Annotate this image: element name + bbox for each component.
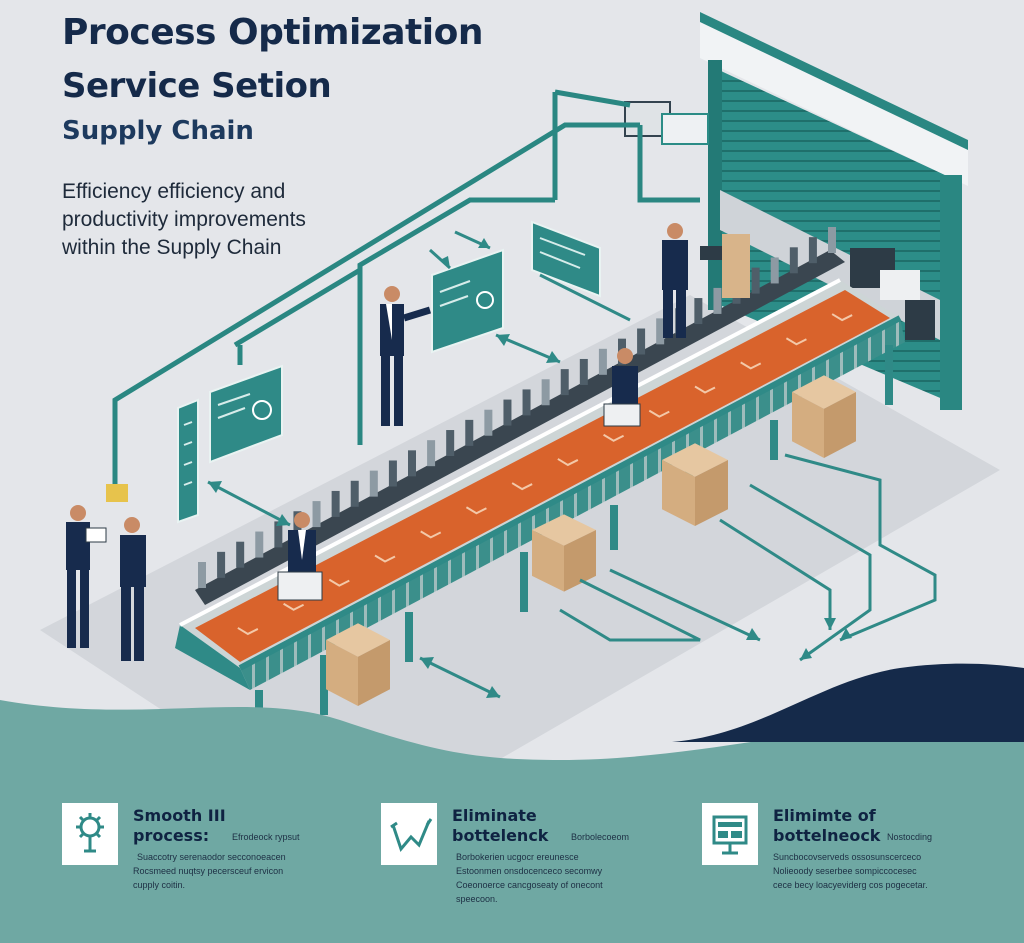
rack-component: [789, 247, 798, 274]
dashboard-icon: [702, 803, 758, 865]
page-subtitle: Supply Chain: [62, 116, 254, 146]
rack-component: [598, 348, 607, 375]
rack-component: [751, 267, 760, 294]
belt-marker: [694, 385, 716, 394]
conveyor-leg: [320, 655, 328, 715]
feature-text-line: cece becy loacyeviderg cos pogecetar.: [773, 880, 928, 890]
conveyor-leg: [520, 552, 528, 612]
conveyor-leg: [770, 420, 778, 460]
arrow-heads: [208, 238, 852, 698]
workers: [66, 223, 750, 661]
rack-component: [808, 237, 817, 264]
worker-belt-front: [277, 512, 323, 601]
belt-marker: [374, 554, 396, 563]
rack-component: [656, 318, 665, 345]
cardboard-box: [532, 514, 596, 592]
rack-component: [312, 501, 321, 528]
sensor-canister: [106, 484, 128, 502]
rack-component: [427, 440, 436, 467]
feature-text-line: Nolieoody seserbee sompiccocesec: [773, 866, 917, 876]
rack-component: [541, 379, 550, 406]
feature-card-eliminate-bottleneck: Eliminate bottelenck Borbolecoeom Borbok…: [381, 800, 651, 910]
belt-marker: [740, 361, 762, 370]
rack-component: [446, 430, 455, 457]
rack-component: [274, 521, 283, 548]
rack-component: [828, 227, 836, 253]
page-title-line2: Service Setion: [62, 66, 332, 106]
worker-belt-center: [603, 348, 641, 427]
conveyor-leg: [610, 505, 618, 550]
belt-marker: [511, 482, 533, 491]
feature-text-line: Borbokerien ucgocr ereunesce: [456, 852, 579, 862]
rack-component: [369, 470, 378, 497]
intro-text: Efficiency efficiency and productivity i…: [62, 180, 306, 259]
gear-flow-icon: [62, 803, 118, 865]
belt-marker: [557, 458, 579, 467]
belt-marker: [603, 433, 625, 442]
cardboard-box: [662, 443, 728, 526]
rack-component: [350, 480, 359, 507]
cardboard-box: [792, 375, 856, 458]
belt-marker: [648, 409, 670, 418]
data-screens: [177, 220, 601, 524]
navy-wave: [672, 663, 1024, 742]
rack-component: [770, 257, 779, 284]
feature-text-line: Suncbocovserveds ossosunscerceco: [773, 852, 922, 862]
feature-title: Elimimte of bottelneock: [773, 806, 881, 845]
feature-aside: Nostocding: [887, 832, 933, 842]
rack-component: [217, 551, 226, 578]
feature-aside: Efrodeock rypsut: [232, 832, 300, 842]
feature-title: Eliminate bottelenck: [452, 806, 549, 845]
rack-component: [331, 490, 340, 517]
cardboard-boxes: [326, 375, 856, 706]
cardboard-box: [326, 623, 390, 706]
flow-arrows: [207, 230, 937, 699]
feature-text-line: cupply coitin.: [133, 880, 186, 890]
belt-marker: [831, 313, 853, 322]
rack-component: [522, 389, 531, 416]
feature-text-line: Coeonoerce cancgoseaty of onecont: [456, 880, 603, 890]
rack-component: [255, 531, 264, 558]
rack-component: [198, 562, 206, 588]
rack-component: [236, 541, 245, 568]
chart-check-icon: [381, 803, 437, 865]
rack-component: [388, 460, 397, 487]
rack-component: [465, 419, 474, 446]
conveyor-belt: [175, 278, 905, 690]
feature-text-line: Estoonmen onsdocenceco secomwy: [456, 866, 603, 876]
belt-marker: [465, 506, 487, 515]
worker-pair-left: [66, 505, 146, 661]
rack-component: [637, 328, 646, 355]
rack-component: [484, 409, 493, 436]
feature-text-line: Suaccotry serenaodor secconoeacen: [137, 852, 286, 862]
belt-marker: [420, 530, 442, 539]
feature-title: Smooth III process:: [133, 806, 226, 845]
feature-text-line: Rocsmeed nuqtsy pecersceuf ervicon: [133, 866, 284, 876]
rack-component: [408, 450, 416, 477]
rack-component: [579, 358, 588, 385]
feature-card-smooth-process: Smooth III process: Efrodeock rypsut Sua…: [62, 800, 332, 910]
conveyor-leg: [405, 612, 413, 662]
belt-marker: [283, 602, 305, 611]
feature-aside: Borbolecoeom: [571, 832, 630, 842]
worker-top: [662, 223, 750, 338]
conveyor-leg: [885, 345, 893, 405]
rack-component: [713, 287, 722, 314]
belt-marker: [237, 627, 259, 636]
rack-component: [503, 399, 512, 426]
feature-band: [0, 770, 1024, 943]
rack-component: [694, 298, 703, 325]
feature-card-eliminate-bottleneck-2: Elimimte of bottelneock Nostocding Suncb…: [702, 800, 972, 910]
belt-marker: [328, 578, 350, 587]
feature-text-line: speecoon.: [456, 894, 498, 904]
worker-middle-left: [380, 286, 432, 426]
overhead-pipes: [112, 89, 700, 490]
page-title: Process Optimization: [62, 12, 483, 53]
belt-marker: [785, 337, 807, 346]
rack-component: [560, 369, 569, 396]
